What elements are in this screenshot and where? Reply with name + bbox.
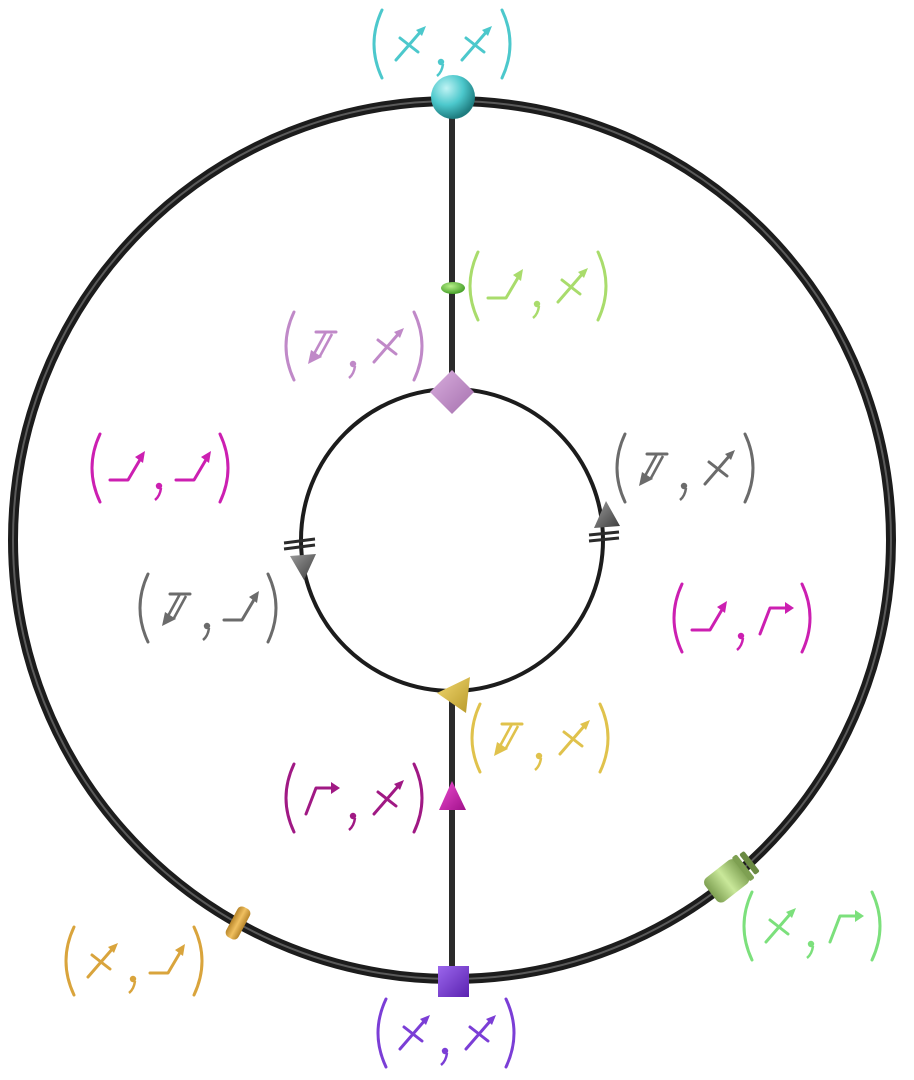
label-outer-left bbox=[64, 925, 204, 997]
label-inner-bottom bbox=[470, 702, 610, 774]
hook-up-arrow-icon bbox=[486, 267, 525, 300]
close-paren bbox=[266, 572, 278, 644]
comma bbox=[680, 482, 688, 490]
hook-up-arrow-icon bbox=[148, 942, 187, 975]
hook-up-arrow-icon bbox=[174, 449, 213, 482]
outer-right-marker bbox=[704, 851, 760, 903]
comma bbox=[533, 300, 541, 308]
double-down-arrow-icon bbox=[637, 452, 669, 488]
comma bbox=[807, 940, 815, 948]
comma bbox=[737, 632, 745, 640]
open-paren bbox=[742, 890, 754, 962]
comma-tail bbox=[534, 757, 543, 771]
inner-bottom-arrow bbox=[437, 677, 470, 713]
hook-up-arrow-icon bbox=[690, 599, 729, 632]
double-down-arrow-icon bbox=[492, 722, 524, 758]
open-paren bbox=[284, 762, 296, 834]
crossed-up-arrow-icon bbox=[460, 24, 494, 62]
comma-tail bbox=[806, 945, 815, 959]
close-paren bbox=[596, 250, 608, 322]
label-outer-right bbox=[742, 890, 882, 962]
comma-tail bbox=[436, 63, 445, 77]
inner-left-marker bbox=[283, 537, 316, 580]
open-paren bbox=[672, 582, 684, 654]
lower-spoke-arrow bbox=[439, 781, 466, 810]
corner-right-arrow-icon bbox=[304, 780, 342, 816]
label-bottom bbox=[376, 997, 516, 1069]
bottom-node[interactable] bbox=[438, 966, 469, 997]
comma bbox=[437, 58, 445, 66]
open-paren bbox=[64, 925, 76, 997]
double-down-arrow-icon bbox=[306, 330, 338, 366]
close-paren bbox=[218, 432, 230, 504]
top-node[interactable] bbox=[431, 75, 475, 119]
hook-up-arrow-icon bbox=[108, 449, 147, 482]
comma-tail bbox=[128, 980, 137, 994]
crossed-up-arrow-icon bbox=[86, 941, 120, 979]
inner-right-marker bbox=[588, 501, 620, 543]
open-paren bbox=[138, 572, 150, 644]
double-down-arrow-icon bbox=[160, 592, 192, 628]
label-layer bbox=[64, 8, 882, 1069]
crossed-up-arrow-icon bbox=[394, 24, 428, 62]
corner-right-arrow-icon bbox=[828, 908, 866, 944]
inner-top-node[interactable] bbox=[430, 370, 474, 414]
comma-tail bbox=[532, 305, 541, 319]
comma-tail bbox=[348, 365, 357, 379]
label-inner-right bbox=[615, 432, 755, 504]
inner-ring bbox=[299, 387, 605, 693]
crossed-up-arrow-icon bbox=[372, 778, 406, 816]
upper-spoke-marker bbox=[441, 282, 465, 294]
close-paren bbox=[800, 582, 812, 654]
close-paren bbox=[192, 925, 204, 997]
label-left-region bbox=[90, 432, 230, 504]
comma-tail bbox=[202, 627, 211, 641]
open-paren bbox=[90, 432, 102, 504]
label-inner-top bbox=[284, 310, 424, 382]
open-paren bbox=[284, 310, 296, 382]
close-paren bbox=[500, 8, 512, 80]
close-paren bbox=[504, 997, 516, 1069]
comma-tail bbox=[736, 637, 745, 651]
label-inner-left bbox=[138, 572, 278, 644]
open-paren bbox=[468, 250, 480, 322]
open-paren bbox=[372, 8, 384, 80]
comma bbox=[441, 1047, 449, 1055]
comma-tail bbox=[679, 487, 688, 501]
comma bbox=[535, 752, 543, 760]
crossed-up-arrow-icon bbox=[398, 1013, 432, 1051]
comma-tail bbox=[348, 817, 357, 831]
open-paren bbox=[376, 997, 388, 1069]
hook-up-arrow-icon bbox=[222, 589, 261, 622]
crossed-up-arrow-icon bbox=[764, 906, 798, 944]
open-paren bbox=[615, 432, 627, 504]
comma bbox=[129, 975, 137, 983]
close-paren bbox=[743, 432, 755, 504]
label-top bbox=[372, 8, 512, 80]
label-upper-spoke bbox=[468, 250, 608, 322]
crossed-up-arrow-icon bbox=[703, 448, 737, 486]
crossed-up-arrow-icon bbox=[556, 266, 590, 304]
comma bbox=[155, 482, 163, 490]
close-paren bbox=[870, 890, 882, 962]
comma bbox=[203, 622, 211, 630]
close-paren bbox=[598, 702, 610, 774]
label-right-region bbox=[672, 582, 812, 654]
comma-tail bbox=[154, 487, 163, 501]
comma bbox=[349, 360, 357, 368]
crossed-up-arrow-icon bbox=[372, 326, 406, 364]
corner-right-arrow-icon bbox=[758, 600, 796, 636]
crossed-up-arrow-icon bbox=[558, 718, 592, 756]
open-paren bbox=[470, 702, 482, 774]
comma-tail bbox=[440, 1052, 449, 1066]
close-paren bbox=[412, 762, 424, 834]
close-paren bbox=[412, 310, 424, 382]
comma bbox=[349, 812, 357, 820]
outer-left-marker bbox=[225, 906, 251, 940]
label-lower-spoke bbox=[284, 762, 424, 834]
crossed-up-arrow-icon bbox=[464, 1013, 498, 1051]
